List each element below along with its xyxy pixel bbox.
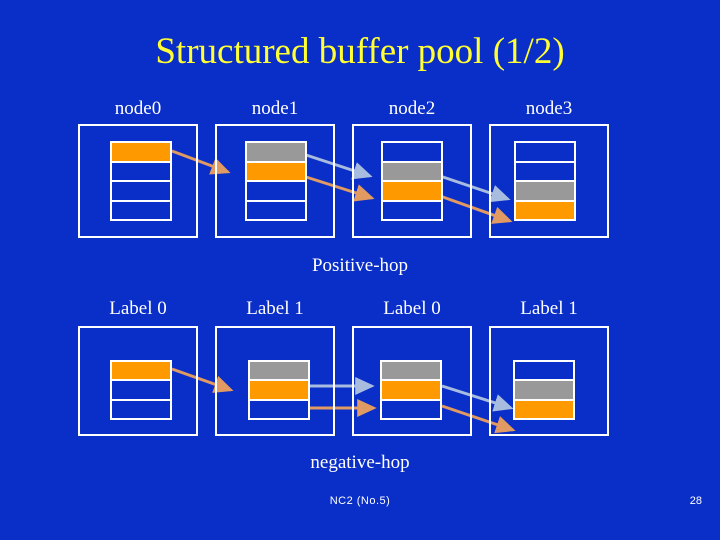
buffer-stack-label-1-a xyxy=(248,360,310,420)
buffer-cell xyxy=(516,201,574,219)
negative-hop-label: negative-hop xyxy=(310,452,410,473)
buffer-stack-label-1-b xyxy=(513,360,575,420)
buffer-cell xyxy=(112,143,170,163)
buffer-stack-node3 xyxy=(514,141,576,221)
node-box-node3 xyxy=(489,124,609,238)
buffer-cell xyxy=(250,362,308,382)
buffer-cell xyxy=(247,162,305,182)
buffer-cell xyxy=(516,162,574,182)
label-box-0-b xyxy=(352,326,472,436)
caption-node2: node2 xyxy=(388,98,436,119)
buffer-cell xyxy=(247,143,305,163)
arrow-node1-to-node2-orange xyxy=(305,175,375,202)
buffer-cell xyxy=(112,362,170,382)
buffer-stack-node1 xyxy=(245,141,307,221)
label-box-0-a xyxy=(78,326,198,436)
caption-label-1-b: Label 1 xyxy=(520,298,578,319)
buffer-cell xyxy=(250,400,308,418)
arrow-label0-to-label1-blue xyxy=(441,384,514,412)
buffer-cell xyxy=(515,381,573,401)
buffer-cell xyxy=(383,182,441,202)
buffer-cell xyxy=(112,182,170,202)
buffer-stack-label-0-b xyxy=(380,360,442,420)
caption-label-0-b: Label 0 xyxy=(383,298,441,319)
caption-label-1-a: Label 1 xyxy=(246,298,304,319)
caption-node0: node0 xyxy=(114,98,162,119)
buffer-cell xyxy=(515,400,573,418)
buffer-cell xyxy=(112,201,170,219)
buffer-cell xyxy=(516,182,574,202)
arrow-label0-to-label1-orange xyxy=(441,404,516,434)
buffer-cell xyxy=(382,400,440,418)
buffer-cell xyxy=(250,381,308,401)
page-title: Structured buffer pool (1/2) xyxy=(155,31,565,72)
buffer-cell xyxy=(247,182,305,202)
caption-node1: node1 xyxy=(251,98,299,119)
buffer-cell xyxy=(382,381,440,401)
arrow-node2-to-node3-blue xyxy=(439,174,511,203)
buffer-cell xyxy=(383,143,441,163)
arrow-node1-to-node2-blue xyxy=(305,153,373,180)
buffer-cell xyxy=(383,162,441,182)
buffer-cell xyxy=(247,201,305,219)
caption-node3: node3 xyxy=(525,98,573,119)
buffer-cell xyxy=(112,162,170,182)
footer-source-label: NC2 (No.5) xyxy=(329,495,391,507)
buffer-cell xyxy=(112,400,170,418)
arrow-node0-to-node1 xyxy=(171,149,231,175)
buffer-stack-node0 xyxy=(110,141,172,221)
slide-page-number: 28 xyxy=(689,495,702,507)
node-box-node1 xyxy=(215,124,335,238)
positive-hop-label: Positive-hop xyxy=(311,255,409,276)
buffer-cell xyxy=(516,143,574,163)
node-box-node2 xyxy=(352,124,472,238)
buffer-stack-node2 xyxy=(381,141,443,221)
buffer-cell xyxy=(112,381,170,401)
caption-label-0-a: Label 0 xyxy=(109,298,167,319)
node-box-node0 xyxy=(78,124,198,238)
label-box-1-a xyxy=(215,326,335,436)
buffer-cell xyxy=(382,362,440,382)
arrow-node2-to-node3-orange xyxy=(439,194,513,224)
label-box-1-b xyxy=(489,326,609,436)
buffer-stack-label-0-a xyxy=(110,360,172,420)
arrow-label0-to-label1 xyxy=(171,367,234,393)
buffer-cell xyxy=(515,362,573,382)
buffer-cell xyxy=(383,201,441,219)
